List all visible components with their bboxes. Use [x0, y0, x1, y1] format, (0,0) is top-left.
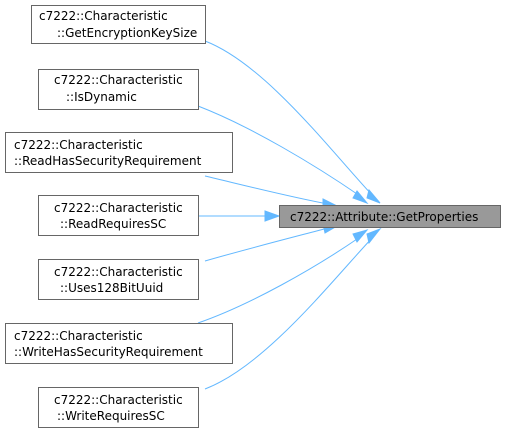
caller-node-read-requires-sc[interactable]: c7222::Characteristic ::ReadRequiresSC: [38, 195, 199, 236]
caller-node-line2: ::WriteHasSecurityRequirement: [14, 345, 203, 359]
caller-node-get-encryption-key-size[interactable]: c7222::Characteristic ::GetEncryptionKey…: [31, 5, 206, 44]
edge-uses-128-bit-uuid: [204, 223, 339, 262]
caller-node-uses-128-bit-uuid[interactable]: c7222::Characteristic ::Uses128BitUuid: [38, 259, 199, 300]
caller-node-is-dynamic[interactable]: c7222::Characteristic ::IsDynamic: [38, 69, 199, 110]
caller-node-write-requires-sc[interactable]: c7222::Characteristic ::WriteRequiresSC: [38, 387, 199, 428]
caller-node-line2: ::ReadRequiresSC: [60, 217, 166, 231]
caller-node-line1: c7222::Characteristic: [39, 9, 168, 23]
edge-write-requires-sc: [204, 227, 382, 390]
caller-node-line1: c7222::Characteristic: [54, 201, 183, 215]
caller-node-line1: c7222::Characteristic: [54, 393, 183, 407]
edge-is-dynamic: [197, 105, 369, 205]
edge-read-has-security-requirement: [204, 175, 339, 209]
edge-get-encryption-key-size: [204, 40, 381, 204]
edge-write-has-security-requirement: [197, 229, 369, 324]
caller-node-write-has-security-requirement[interactable]: c7222::Characteristic ::WriteHasSecurity…: [5, 323, 233, 364]
target-node-get-properties[interactable]: c7222::Attribute::GetProperties: [279, 205, 501, 228]
caller-node-line2: ::ReadHasSecurityRequirement: [14, 154, 202, 168]
caller-node-line2: ::IsDynamic: [66, 90, 137, 104]
caller-node-line2: ::Uses128BitUuid: [60, 281, 163, 295]
caller-node-line1: c7222::Characteristic: [54, 265, 183, 279]
caller-node-line1: c7222::Characteristic: [14, 138, 143, 152]
edge-read-requires-sc: [198, 210, 281, 222]
caller-node-line1: c7222::Characteristic: [14, 329, 143, 343]
caller-node-line2: ::WriteRequiresSC: [57, 409, 165, 423]
target-node-label: c7222::Attribute::GetProperties: [290, 210, 478, 224]
caller-node-line1: c7222::Characteristic: [54, 73, 183, 87]
caller-node-read-has-security-requirement[interactable]: c7222::Characteristic ::ReadHasSecurityR…: [5, 132, 233, 173]
caller-node-line2: ::GetEncryptionKeySize: [57, 26, 197, 40]
